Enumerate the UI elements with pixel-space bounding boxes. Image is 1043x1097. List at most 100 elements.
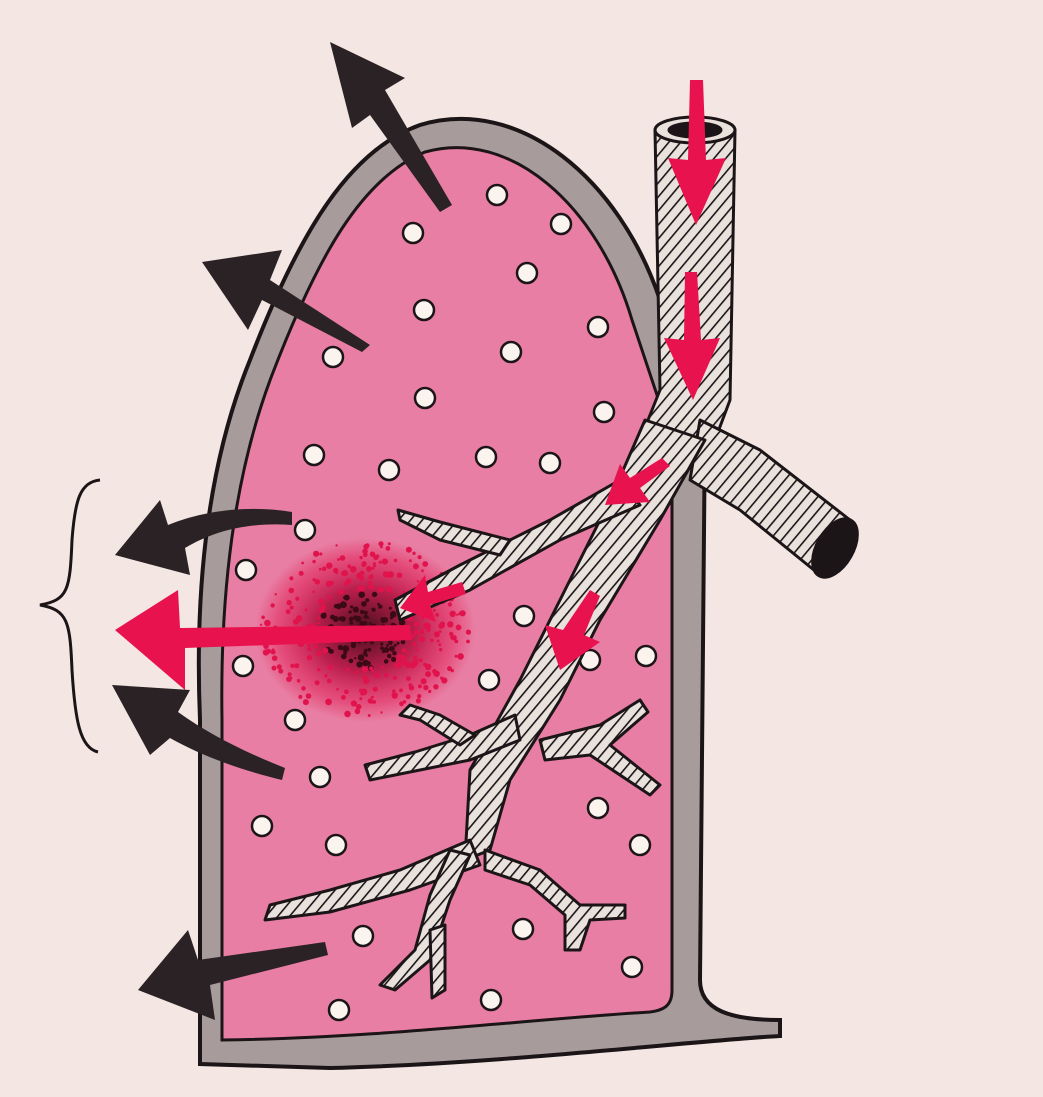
lesion-dot	[433, 609, 436, 612]
lesion-dot	[372, 567, 375, 570]
lesion-dot	[261, 616, 265, 620]
lesion-dot	[384, 673, 389, 678]
lesion-dot	[295, 597, 299, 601]
lesion-dot	[380, 546, 383, 549]
lesion-dot	[359, 556, 362, 559]
lesion-dot	[272, 666, 277, 671]
lesion-dot	[466, 640, 470, 644]
lesion-dot	[371, 696, 374, 699]
lesion-dot	[290, 664, 294, 668]
lesion-dot	[386, 546, 391, 551]
lesion-dot	[289, 576, 293, 580]
lesion-dot	[301, 686, 306, 691]
lesion-dot	[353, 607, 359, 613]
lesion-dot	[425, 623, 427, 625]
lesion-dot	[391, 657, 396, 662]
lesion-dot	[339, 616, 344, 621]
lesion-dot	[454, 640, 458, 644]
lesion-dot	[413, 656, 417, 660]
alveolus	[513, 919, 533, 939]
lesion-dot	[439, 648, 442, 651]
lesion-dot	[382, 617, 388, 623]
lesion-dot	[466, 630, 471, 635]
lesion-dot	[378, 541, 383, 546]
lesion-dot	[298, 695, 302, 699]
lesion-dot	[414, 621, 420, 627]
lesion-dot	[388, 641, 393, 646]
lesion-dot	[399, 701, 404, 706]
lesion-dot	[272, 655, 278, 661]
lesion-dot	[287, 600, 292, 605]
lesion-dot	[392, 614, 396, 618]
alveolus	[622, 957, 642, 977]
lesion-dot	[344, 711, 351, 718]
lesion-dot	[325, 699, 332, 706]
lesion-dot	[414, 629, 419, 634]
lesion-dot	[312, 560, 315, 563]
lesion-dot	[288, 672, 292, 676]
lesion-dot	[420, 629, 424, 633]
lesion-dot	[344, 689, 349, 694]
lesion-dot	[290, 606, 294, 610]
lesion-dot	[417, 694, 421, 698]
lesion-dot	[363, 651, 367, 655]
alveolus	[501, 342, 521, 362]
lesion-dot	[286, 676, 292, 682]
lesion-dot	[408, 683, 412, 687]
lesion-dot	[413, 563, 419, 569]
lesion-dot	[416, 698, 421, 703]
lesion-dot	[304, 608, 307, 611]
alveolus	[487, 185, 507, 205]
lesion-dot	[277, 664, 282, 669]
lesion-dot	[402, 648, 406, 652]
lesion-dot	[350, 621, 354, 625]
lesion-dot	[272, 648, 275, 651]
lesion-dot	[379, 587, 384, 592]
lesion-dot	[307, 647, 311, 651]
lesion-dot	[397, 573, 403, 579]
lesion-dot	[297, 679, 301, 683]
lesion-dot	[433, 684, 438, 689]
lesion-dot	[412, 642, 416, 646]
lesion-dot	[373, 687, 378, 692]
lesion-dot	[409, 559, 412, 562]
alveolus	[304, 445, 324, 465]
lesion-dot	[326, 581, 332, 587]
lesion-dot	[312, 591, 315, 594]
lesion-dot	[380, 642, 383, 645]
lesion-dot	[377, 603, 380, 606]
alveolus	[630, 835, 650, 855]
alveolus	[236, 560, 256, 580]
lesion-dot	[327, 679, 332, 684]
lesion-dot	[457, 653, 464, 660]
lesion-dot	[417, 580, 419, 582]
lesion-dot	[336, 688, 339, 691]
lesion-dot	[388, 542, 391, 545]
lesion-dot	[410, 663, 415, 668]
lesion-dot	[322, 648, 328, 654]
lesion-dot	[313, 551, 319, 557]
lesion-dot	[350, 605, 353, 608]
lesion-dot	[328, 665, 333, 670]
lesion-dot	[319, 607, 325, 613]
lesion-dot	[394, 644, 397, 647]
lesion-dot	[415, 649, 418, 652]
lesion-dot	[392, 692, 398, 698]
lesion-dot	[303, 699, 309, 705]
lesion-dot	[389, 646, 395, 652]
lesion-dot	[406, 694, 411, 699]
alveolus	[588, 798, 608, 818]
lesion-dot	[271, 603, 275, 607]
lesion-dot	[421, 678, 427, 684]
lesion-dot	[362, 549, 368, 555]
lesion-dot	[359, 697, 362, 700]
alveolus	[540, 453, 560, 473]
lesion-dot	[379, 605, 382, 608]
lesion-dot	[329, 649, 334, 654]
lesion-dot	[315, 579, 320, 584]
lesion-dot	[319, 568, 322, 571]
alveolus	[481, 990, 501, 1010]
lesion-dot	[406, 652, 409, 655]
